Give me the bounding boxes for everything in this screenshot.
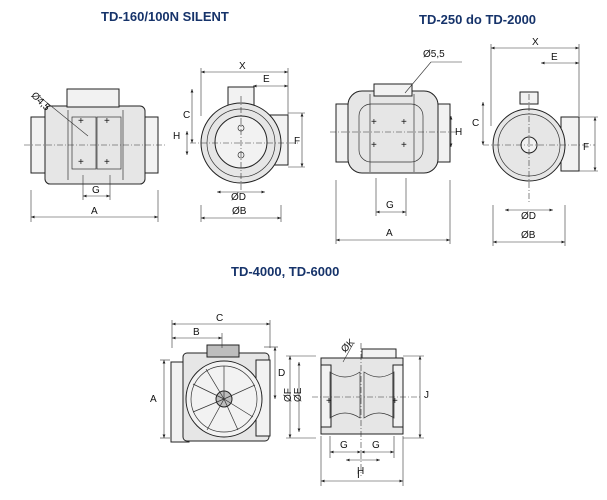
label-td4000-D: D [278,368,285,379]
label-td250-X: X [532,37,539,48]
label-td4000-G1: G [340,440,348,451]
label-td160-G: G [92,185,100,196]
label-td160-A: A [91,206,98,217]
td4000-side-view: + + ØK ØF ØE J G G H I [283,337,429,486]
svg-text:+: + [401,117,407,128]
label-td4000-J: J [424,390,429,401]
label-td250-E: E [551,52,558,63]
label-td4000-dE: ØE [293,387,304,402]
svg-text:+: + [401,140,407,151]
title-td4000: TD-4000, TD-6000 [231,264,340,279]
label-td160-H: H [173,131,180,142]
label-td250-dB: ØB [521,230,536,241]
label-td250-G: G [386,200,394,211]
title-td160: TD-160/100N SILENT [101,9,229,24]
label-d55: Ø5,5 [423,49,445,60]
label-td4000-G2: G [372,440,380,451]
svg-text:+: + [78,116,84,127]
svg-text:+: + [371,140,377,151]
label-td160-E: E [263,74,270,85]
td250-front-view: X E C F ØD ØB [472,37,598,246]
svg-text:+: + [104,116,110,127]
label-td4000-H: H [357,466,364,477]
label-td160-X: X [239,61,246,72]
label-td250-C: C [472,118,479,129]
svg-text:+: + [104,157,110,168]
label-td4000-dF: ØF [283,388,294,402]
td160-side-view: + + + + Ø4,5 G A [24,88,166,222]
label-td250-F: F [583,142,589,153]
label-td4000-I: I [357,470,360,481]
svg-text:+: + [371,117,377,128]
label-td160-C: C [183,110,190,121]
label-td160-dB: ØB [232,206,247,217]
label-td160-dD: ØD [231,192,246,203]
title-td250: TD-250 do TD-2000 [419,12,537,27]
label-k: ØK [339,337,357,355]
label-td250-A: A [386,228,393,239]
td4000-front-view: C B A D [150,313,285,443]
label-td4000-C: C [216,313,223,324]
label-td4000-B: B [193,327,200,338]
td250-side-view: + + + + Ø5,5 H G A [330,49,462,244]
label-td250-H: H [455,127,462,138]
label-td250-dD: ØD [521,211,536,222]
td160-front-view: X E C H F ØD ØB [173,61,305,222]
label-td4000-A: A [150,394,157,405]
svg-text:+: + [326,396,332,407]
label-td160-F: F [294,136,300,147]
svg-text:+: + [392,396,398,407]
svg-text:+: + [78,157,84,168]
